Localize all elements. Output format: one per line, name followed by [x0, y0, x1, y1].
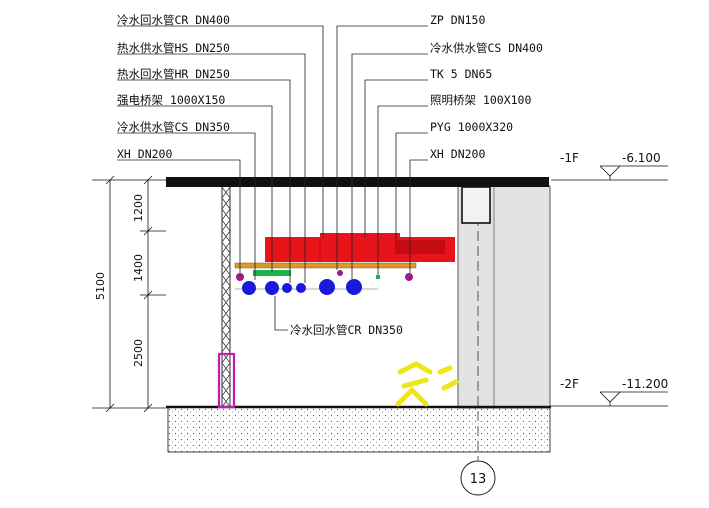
hanger-lattice [221, 186, 231, 408]
cs-pipe-dn350 [265, 281, 279, 295]
level-elev-bottom: -11.200 [622, 377, 668, 391]
label-hr-dn250: 热水回水管HR DN250 [117, 67, 230, 81]
dim-segment-2: 1400 [132, 254, 145, 282]
axis-bubble [460, 460, 496, 496]
bottom-leader [274, 296, 288, 331]
label-xh-dn200-right: XH DN200 [430, 147, 485, 161]
level-floor-top: -1F [560, 151, 579, 165]
zp-pipe-small [337, 270, 343, 276]
bottom-slab [167, 406, 551, 453]
label-cs-dn350: 冷水供水管CS DN350 [117, 120, 230, 134]
dim-total: 5100 [94, 272, 107, 300]
label-lighting-tray: 照明桥架 100X100 [430, 93, 531, 107]
label-tk5-dn65: TK 5 DN65 [430, 67, 492, 81]
dimension-chain [92, 175, 166, 413]
water-pipes [242, 279, 362, 295]
hr-pipe [282, 283, 292, 293]
green-cable-tray [253, 270, 291, 276]
support-bracket [217, 352, 236, 409]
level-marker-top [551, 165, 668, 181]
tk-pipe-small [376, 275, 380, 279]
label-cr-dn400: 冷水回水管CR DN400 [117, 13, 230, 27]
watermark-fragment [395, 361, 459, 407]
xh-pipe-small-right [405, 273, 413, 281]
xh-pipe-small-left [236, 273, 244, 281]
power-cable-tray [234, 262, 417, 269]
cr-pipe-dn400 [346, 279, 362, 295]
axis-number: 13 [470, 472, 487, 487]
right-leaders [336, 25, 428, 279]
smoke-exhaust-duct [265, 233, 455, 262]
dim-segment-1: 1200 [132, 194, 145, 222]
label-cs-dn400: 冷水供水管CS DN400 [430, 41, 543, 55]
xh-pipe [242, 281, 256, 295]
level-floor-bottom: -2F [560, 377, 579, 391]
dim-segment-3: 2500 [132, 339, 145, 367]
top-slab [166, 177, 549, 187]
level-elev-top: -6.100 [622, 151, 661, 165]
beam-section [461, 186, 491, 224]
label-cr-dn350: 冷水回水管CR DN350 [290, 323, 403, 337]
label-hs-dn250: 热水供水管HS DN250 [117, 41, 230, 55]
left-leaders [117, 25, 324, 283]
level-marker-bottom [551, 391, 668, 407]
cr-pipe-dn350 [319, 279, 335, 295]
label-tray-1000x150: 强电桥架 1000X150 [117, 93, 225, 107]
label-xh-dn200-left: XH DN200 [117, 147, 172, 161]
label-pyg-1000x320: PYG 1000X320 [430, 120, 513, 134]
label-zp-dn150: ZP DN150 [430, 13, 485, 27]
hs-pipe [296, 283, 306, 293]
